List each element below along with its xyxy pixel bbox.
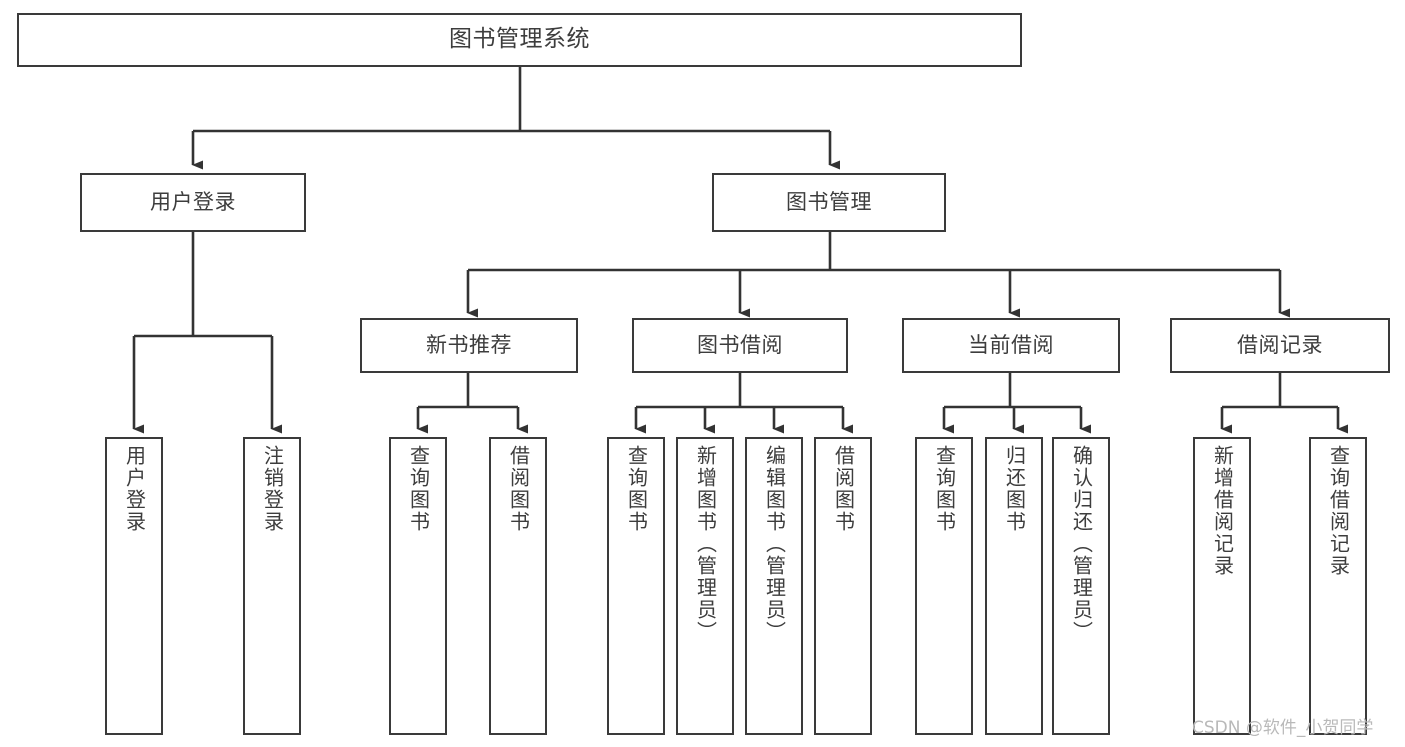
- node-borrowing-record[interactable]: 借阅记录: [1170, 318, 1390, 373]
- node-label: 图书管理系统: [449, 26, 590, 53]
- node-new-book-recommendation[interactable]: 新书推荐: [360, 318, 578, 373]
- node-label: 确认归还（管理员）: [1069, 445, 1094, 643]
- node-label: 编辑图书（管理员）: [762, 445, 787, 643]
- node-label: 当前借阅: [968, 333, 1054, 358]
- leaf-query-book-new[interactable]: 查询图书: [389, 437, 447, 735]
- node-label: 借阅记录: [1237, 333, 1323, 358]
- node-label: 新增图书（管理员）: [693, 445, 718, 643]
- node-label: 查询图书: [932, 445, 957, 533]
- leaf-confirm-return-admin[interactable]: 确认归还（管理员）: [1052, 437, 1110, 735]
- node-label: 查询图书: [624, 445, 649, 533]
- leaf-logout[interactable]: 注销登录: [243, 437, 301, 735]
- leaf-add-book-admin[interactable]: 新增图书（管理员）: [676, 437, 734, 735]
- node-label: 借阅图书: [831, 445, 856, 533]
- node-label: 用户登录: [122, 445, 147, 533]
- node-label: 用户登录: [150, 190, 236, 215]
- leaf-return-book[interactable]: 归还图书: [985, 437, 1043, 735]
- node-user-login[interactable]: 用户登录: [80, 173, 306, 232]
- node-label: 查询借阅记录: [1326, 445, 1351, 577]
- node-label: 查询图书: [406, 445, 431, 533]
- node-root-book-management-system[interactable]: 图书管理系统: [17, 13, 1022, 67]
- node-label: 注销登录: [260, 445, 285, 533]
- leaf-query-book-current[interactable]: 查询图书: [915, 437, 973, 735]
- leaf-borrow-book-new[interactable]: 借阅图书: [489, 437, 547, 735]
- leaf-add-borrow-record[interactable]: 新增借阅记录: [1193, 437, 1251, 735]
- node-current-borrowing[interactable]: 当前借阅: [902, 318, 1120, 373]
- leaf-user-login[interactable]: 用户登录: [105, 437, 163, 735]
- node-label: 归还图书: [1002, 445, 1027, 533]
- node-label: 新书推荐: [426, 333, 512, 358]
- leaf-borrow-book[interactable]: 借阅图书: [814, 437, 872, 735]
- leaf-query-book[interactable]: 查询图书: [607, 437, 665, 735]
- node-book-management[interactable]: 图书管理: [712, 173, 946, 232]
- node-label: 借阅图书: [506, 445, 531, 533]
- node-label: 新增借阅记录: [1210, 445, 1235, 577]
- node-label: 图书借阅: [697, 333, 783, 358]
- leaf-edit-book-admin[interactable]: 编辑图书（管理员）: [745, 437, 803, 735]
- node-book-borrowing[interactable]: 图书借阅: [632, 318, 848, 373]
- leaf-query-borrow-record[interactable]: 查询借阅记录: [1309, 437, 1367, 735]
- node-label: 图书管理: [786, 190, 872, 215]
